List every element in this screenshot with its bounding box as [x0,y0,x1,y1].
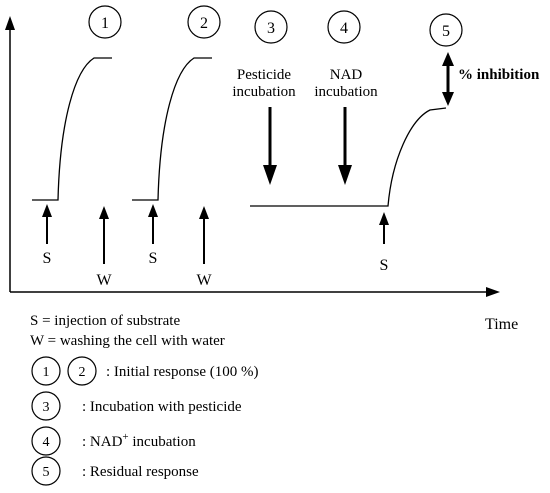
marker-s-2: S [149,250,158,267]
legend-s-definition: S = injection of substrate [30,313,180,329]
step-4-circle: 4 [327,10,361,44]
step-4-number: 4 [340,20,348,37]
substrate-arrow-2 [148,204,158,244]
step-3-label-line1: Pesticide [237,67,291,83]
x-axis-arrowhead [486,287,500,297]
step-3-label-line2: incubation [232,84,296,100]
legend-text-nad-tail: incubation [129,434,197,450]
step-1-circle: 1 [88,5,122,39]
legend-item-pesticide: 3 : Incubation with pesticide [31,391,242,421]
legend-num-2: 2 [79,365,86,380]
legend-item-initial-response: 1 2 : Initial response (100 %) [31,356,258,386]
legend-item-nad: 4 : NAD+ incubation [31,426,196,456]
wash-arrow-1 [99,206,109,264]
marker-s-1: S [43,250,52,267]
inhibition-double-arrow [442,52,454,106]
response-curve-residual [250,107,447,207]
marker-w-1: W [96,272,112,289]
substrate-arrow-3 [379,212,389,244]
marker-w-2: W [196,272,212,289]
legend-text-nad-main: : NAD [82,434,123,450]
time-axis-label: Time [485,316,518,333]
legend-w-definition: W = washing the cell with water [30,333,225,349]
nad-incubation-arrow [338,107,352,185]
step-2-circle: 2 [187,5,221,39]
step-2-number: 2 [200,15,208,32]
wash-arrow-2 [199,206,209,264]
legend-num-3: 3 [43,400,50,415]
step-3-number: 3 [267,20,275,37]
step-4-label-line1: NAD [330,67,363,83]
legend-num-1: 1 [43,365,50,380]
legend-text-nad-sup: + [122,431,128,443]
legend-text-residual: : Residual response [82,464,199,480]
response-curve-1 [32,57,112,201]
legend-num-5: 5 [43,465,50,480]
inhibition-label: % inhibition [458,67,540,83]
step-4-label-line2: incubation [314,84,378,100]
y-axis-arrowhead [5,16,15,30]
step-5-number: 5 [442,23,450,40]
step-3-circle: 3 [254,10,288,44]
marker-s-3: S [380,257,389,274]
response-curve-2 [132,57,212,201]
legend-text-pesticide: : Incubation with pesticide [82,399,242,415]
legend-text-initial-response: : Initial response (100 %) [106,364,258,380]
legend-item-residual: 5 : Residual response [31,456,199,486]
legend: S = injection of substrate W = washing t… [30,313,258,486]
legend-num-4: 4 [43,435,50,450]
substrate-arrow-1 [42,204,52,244]
legend-text-nad: : NAD+ incubation [82,431,196,450]
step-5-circle: 5 [429,13,463,47]
pesticide-incubation-arrow [263,107,277,185]
step-1-number: 1 [101,15,109,32]
